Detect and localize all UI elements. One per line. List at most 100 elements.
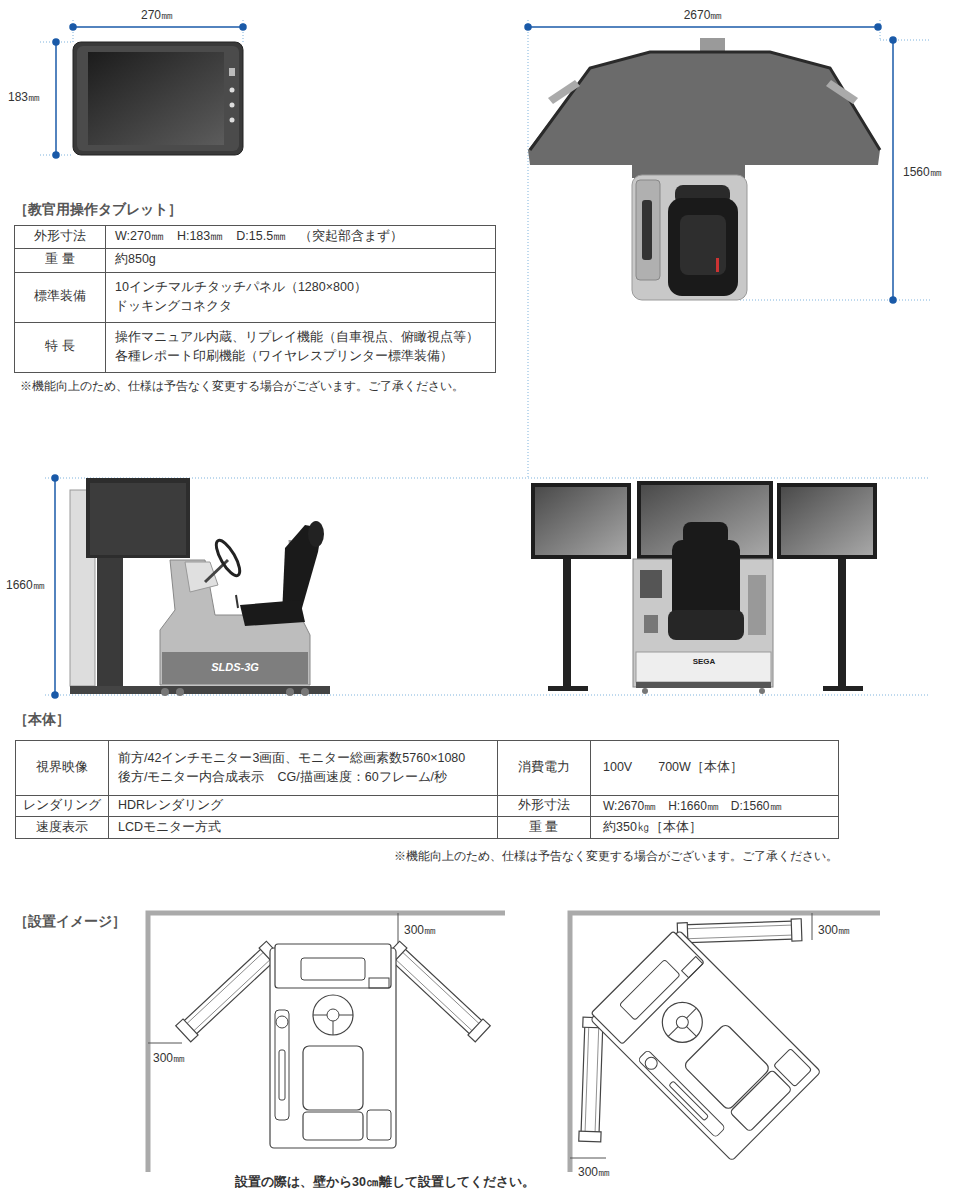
side-view-drawing-part — [86, 478, 190, 558]
table-cell: 視界映像 — [36, 760, 88, 776]
tablet-drawing-part — [230, 103, 235, 108]
table-cell: 重 量 — [45, 252, 74, 268]
side-view-drawing-part — [97, 558, 123, 688]
front-view-drawing-part — [548, 686, 588, 691]
table-cell: 外形寸法 — [518, 798, 570, 814]
dimension-line-part — [53, 152, 59, 158]
front-view-drawing-part — [759, 688, 765, 694]
dimension-text: 1560㎜ — [903, 165, 942, 180]
table-cell: 特 長 — [45, 339, 74, 355]
wall-part — [148, 913, 505, 1172]
dimension-line-part — [53, 39, 59, 45]
clearance-line-part — [148, 1043, 182, 1044]
table-grid-part — [105, 226, 106, 373]
dimension-line-part — [70, 24, 76, 30]
dimension-line-part — [73, 26, 243, 28]
tablet-drawing-part — [73, 42, 243, 155]
top-view-drawing-part — [700, 38, 725, 52]
side-view-drawing-part — [176, 688, 184, 696]
table-grid-part — [497, 741, 498, 839]
front-view-drawing-part — [563, 559, 571, 689]
table-grid-part — [16, 816, 839, 817]
front-view-drawing-part — [636, 652, 771, 682]
top-view-drawing-part — [530, 52, 880, 150]
guide-line — [40, 20, 930, 695]
side-view-drawing-part — [161, 688, 169, 696]
table-cell: HDRレンダリング — [118, 798, 223, 814]
side-view-drawing-part — [301, 688, 309, 696]
table-cell: 約850g — [115, 252, 156, 268]
front-view-drawing-part — [838, 559, 846, 689]
dimension-line-part — [890, 297, 896, 303]
installation-drawing-part — [519, 859, 888, 1200]
front-view-drawing-part — [781, 487, 873, 555]
side-view-drawing-part — [90, 483, 186, 555]
table-cell: 標準装備 — [34, 289, 86, 305]
dimension-line-part — [52, 475, 58, 481]
table-cell: 速度表示 — [36, 820, 88, 836]
table-grid — [15, 226, 839, 839]
table-grid-part — [15, 322, 496, 323]
dimension-text: 300㎜ — [818, 923, 850, 938]
front-view-drawing-part — [531, 483, 631, 559]
dimension-text: 2670㎜ — [684, 8, 723, 23]
front-view-drawing-part — [748, 575, 766, 635]
table-cell: LCDモニター方式 — [118, 820, 221, 836]
dimension-text: 270㎜ — [141, 8, 173, 23]
top-view-drawing-part — [636, 180, 660, 280]
table-cell: 100V 700W［本体］ — [603, 760, 743, 776]
clearance-line-part — [570, 1158, 606, 1159]
front-view-drawing-part — [644, 615, 658, 633]
top-view-drawing — [528, 38, 880, 300]
front-view-drawing-part — [535, 487, 627, 555]
front-view-drawing-part — [777, 483, 877, 559]
side-view-drawing-part — [286, 688, 294, 696]
section-heading: ［設置イメージ］ — [14, 913, 126, 931]
dimension-line-part — [55, 42, 57, 155]
dimension-line-part — [892, 40, 894, 300]
top-view-drawing-part — [528, 52, 880, 178]
table-cell: 重 量 — [529, 820, 558, 836]
front-view-drawing-part — [636, 682, 771, 688]
note-text: ※機能向上のため、仕様は予告なく変更する場合がございます。ご了承ください。 — [394, 849, 838, 863]
table-cell: 操作マニュアル内蔵、リプレイ機能（自車視点、俯瞰視点等） 各種レポート印刷機能（… — [115, 328, 490, 366]
dimension-text: 1660㎜ — [6, 578, 45, 593]
dimension-line-part — [52, 692, 58, 698]
side-view-drawing-part — [240, 600, 305, 626]
front-view-drawing-part — [642, 688, 648, 694]
front-view-drawing-part — [668, 610, 744, 640]
table-grid-part — [15, 248, 496, 249]
installation-drawing-part — [176, 941, 491, 1148]
guide-line-part — [528, 20, 529, 478]
dimension-line-part — [240, 24, 246, 30]
table-grid-part — [590, 741, 591, 839]
side-view-drawing-part — [185, 562, 218, 592]
brand-logo: SEGA — [693, 657, 716, 667]
clearance-line-part — [398, 913, 399, 945]
section-heading: ［本体］ — [14, 711, 70, 729]
top-view-drawing-part — [642, 200, 652, 260]
tablet-drawing-part — [229, 68, 235, 76]
side-view-drawing-part — [162, 652, 308, 684]
side-view-drawing — [70, 478, 330, 696]
table-cell: 外形寸法 — [34, 229, 86, 245]
top-view-drawing-part — [632, 175, 747, 300]
table-cell: W:270㎜ H:183㎜ D:15.5㎜ （突起部含まず） — [115, 229, 403, 245]
dimension-text: 183㎜ — [8, 90, 40, 105]
guide-line-part — [740, 300, 930, 301]
table-cell: W:2670㎜ H:1660㎜ D:1560㎜ — [603, 799, 782, 814]
dimension-line-part — [525, 24, 531, 30]
note-text: ※機能向上のため、仕様は予告なく変更する場合がございます。ご了承ください。 — [20, 379, 464, 393]
front-view-drawing — [531, 481, 877, 694]
model-logo: SLDS-3G — [211, 661, 259, 675]
front-view-drawing-part — [640, 570, 662, 598]
dimension-text: 300㎜ — [578, 1165, 610, 1180]
dimension-text: 300㎜ — [404, 923, 436, 938]
table-cell: 前方/42インチモニター3画面、モニター総画素数5760×1080 後方/モニタ… — [118, 749, 493, 787]
table-cell: 消費電力 — [518, 760, 570, 776]
dimension-line-part — [528, 26, 878, 28]
installation-drawing — [176, 859, 888, 1200]
tablet-drawing — [73, 42, 243, 155]
